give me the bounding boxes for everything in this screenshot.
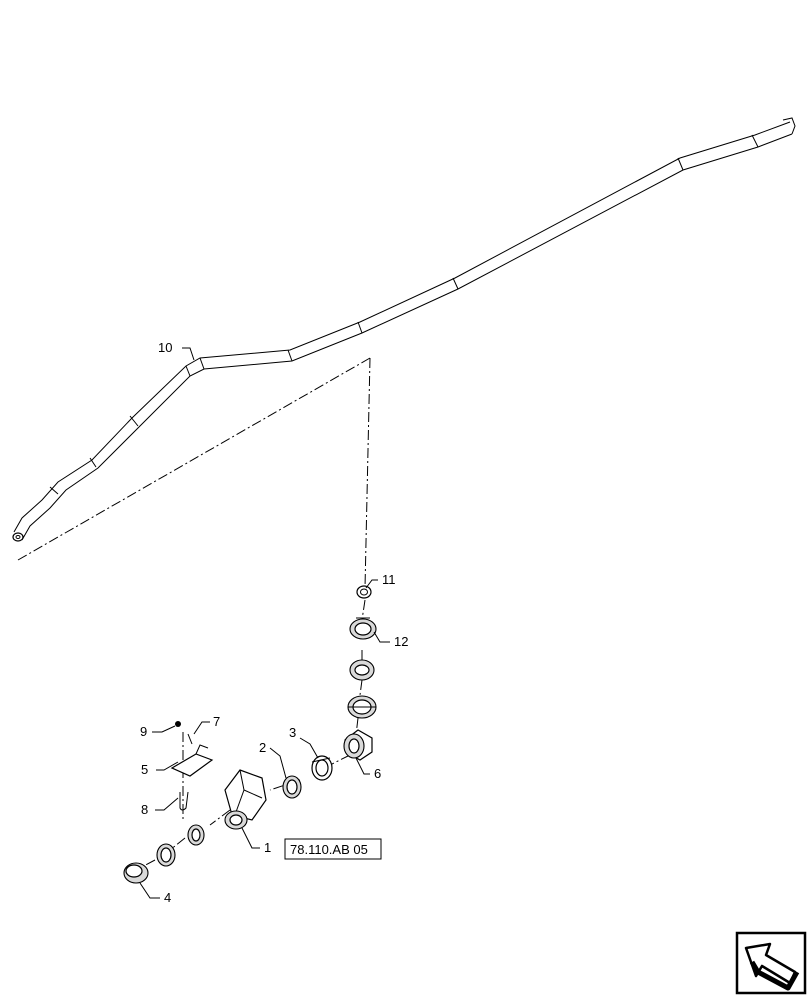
callout-10: 10 bbox=[158, 340, 172, 355]
reference-box-label: 78.110.AB 05 bbox=[290, 842, 368, 857]
part-11-cap bbox=[356, 585, 372, 599]
callout-4: 4 bbox=[164, 890, 171, 905]
part-1-housing bbox=[224, 769, 267, 830]
callout-5: 5 bbox=[141, 762, 148, 777]
callout-9: 9 bbox=[140, 724, 147, 739]
washer-upper bbox=[349, 659, 375, 681]
part-2-washer bbox=[282, 775, 302, 799]
part-12-seal bbox=[349, 617, 377, 640]
washer-lower-a bbox=[187, 824, 205, 846]
callout-6: 6 bbox=[374, 766, 381, 781]
callout-3: 3 bbox=[289, 725, 296, 740]
part-9-rivet bbox=[175, 721, 181, 727]
part-4-endcap bbox=[123, 862, 149, 884]
callout-12: 12 bbox=[394, 634, 408, 649]
washer-lower-b bbox=[156, 843, 176, 867]
next-page-arrow-icon[interactable] bbox=[735, 931, 807, 995]
callout-1: 1 bbox=[264, 840, 271, 855]
alignment-lines bbox=[17, 357, 371, 869]
part-5-bracket bbox=[170, 744, 214, 777]
reference-box[interactable]: 78.110.AB 05 bbox=[284, 838, 382, 860]
leader-lines bbox=[139, 347, 390, 899]
tube-part-10 bbox=[12, 117, 796, 542]
callout-11: 11 bbox=[382, 572, 396, 587]
callout-7: 7 bbox=[213, 714, 220, 729]
callout-2: 2 bbox=[259, 740, 266, 755]
part-6-bushing bbox=[343, 729, 373, 761]
callout-labels: 10 11 12 6 3 2 1 4 5 8 9 7 bbox=[140, 340, 408, 905]
part-8-ubolt bbox=[179, 791, 189, 811]
callout-8: 8 bbox=[141, 802, 148, 817]
part-3-clip bbox=[311, 755, 333, 781]
part-7-pin bbox=[187, 733, 193, 745]
ring-middle bbox=[347, 695, 377, 719]
